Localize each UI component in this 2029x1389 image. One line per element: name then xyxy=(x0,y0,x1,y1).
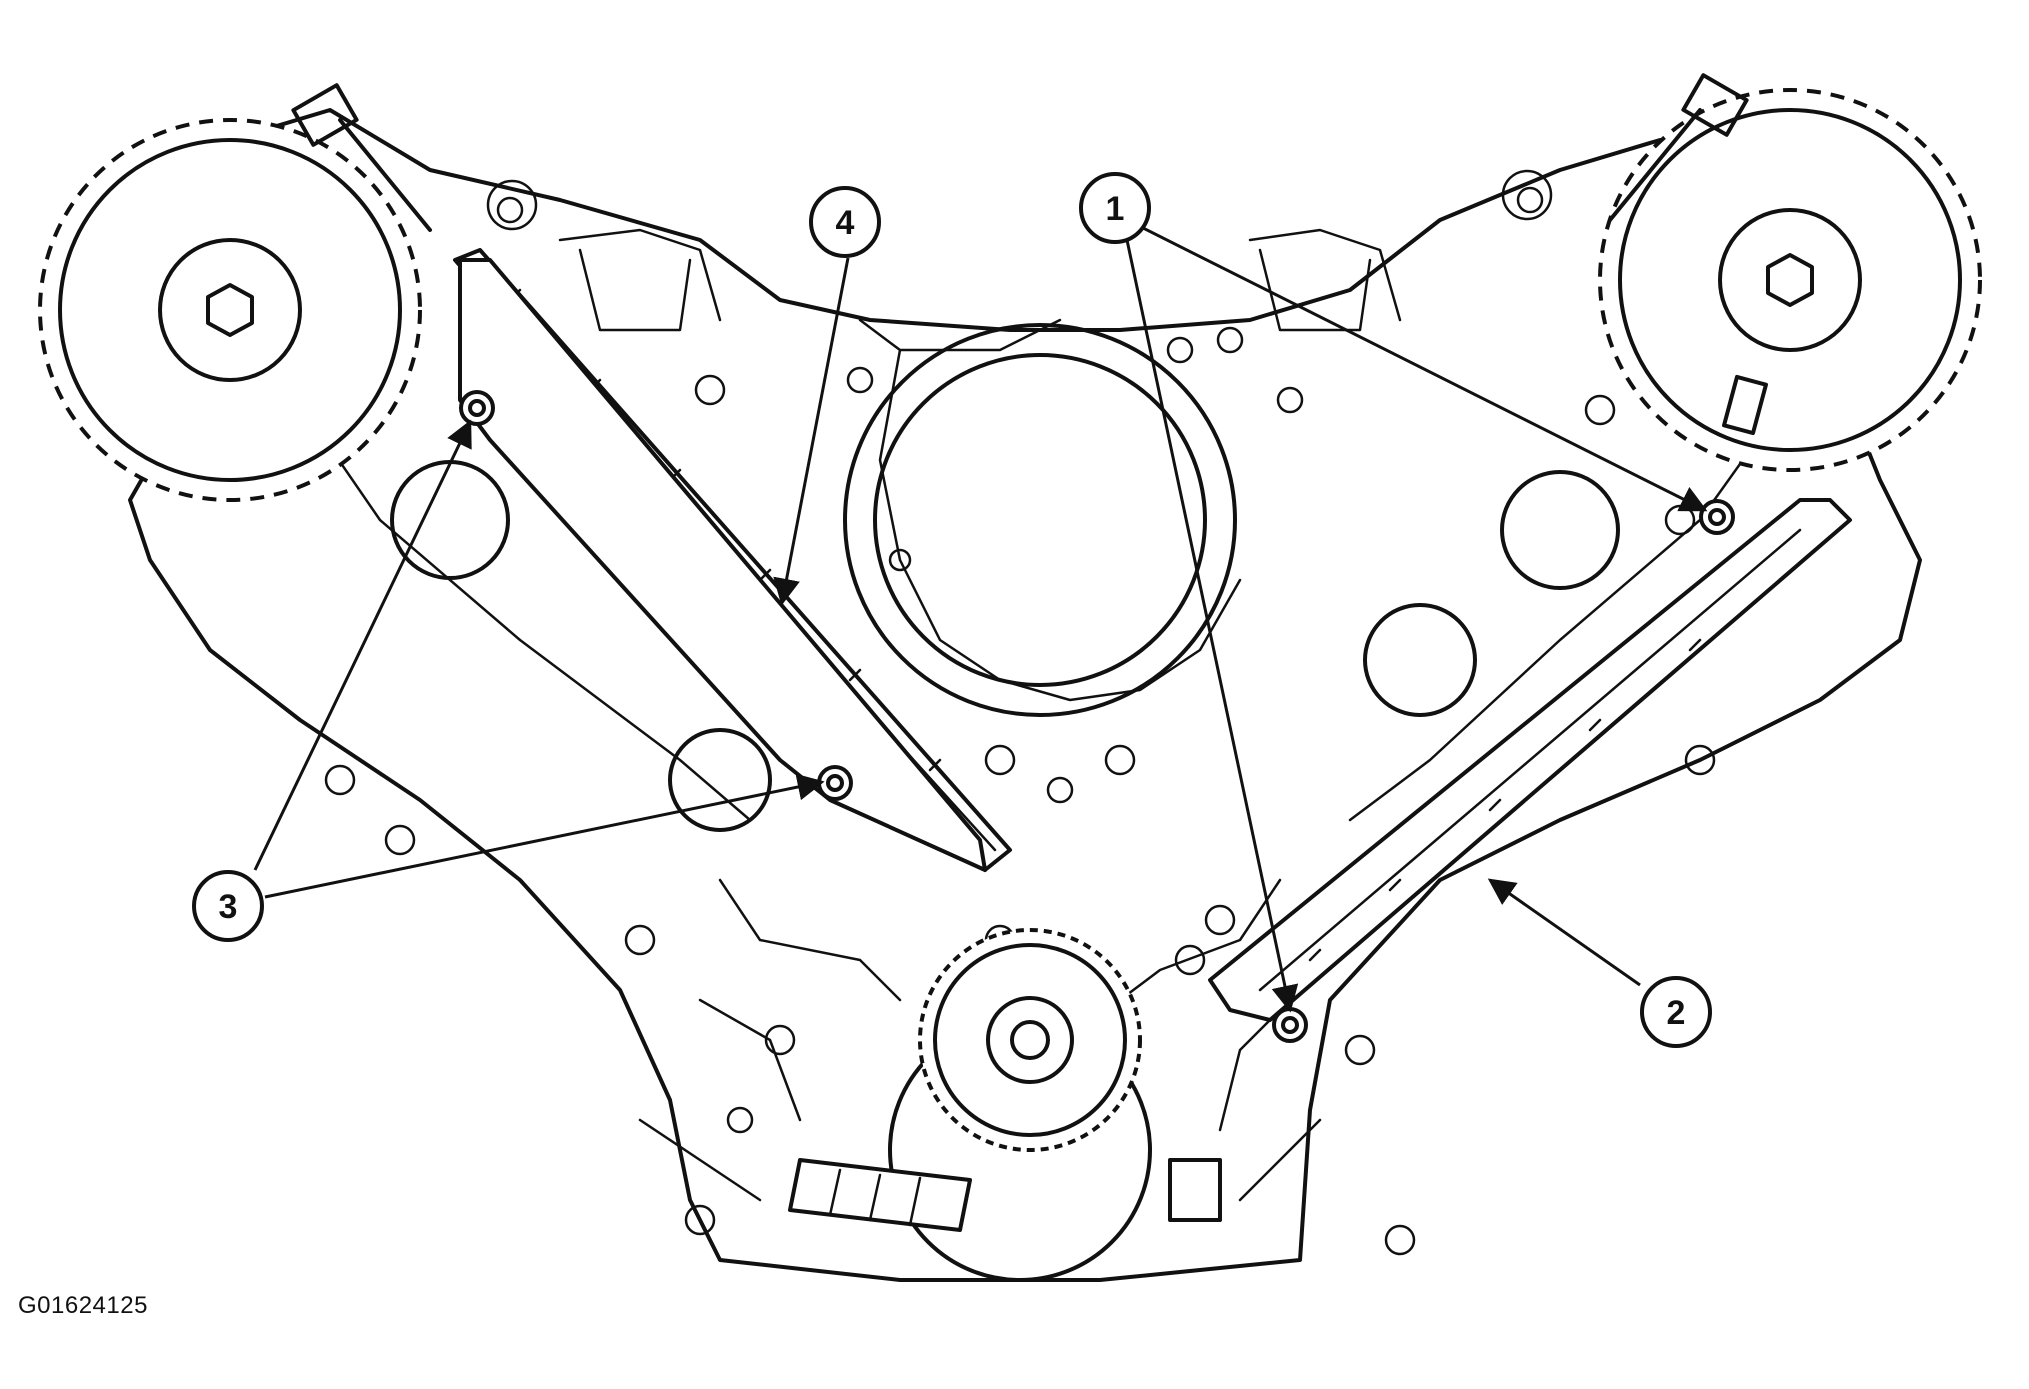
numbered-circle-icon xyxy=(1079,172,1151,244)
leader-arrow-icon xyxy=(1125,239,1299,1013)
right-timing-chain-tensioner-arm xyxy=(1208,498,1852,1022)
figure-id: G01624125 xyxy=(18,1292,148,1319)
right-cam-sprocket xyxy=(1598,88,1982,472)
left-tensioner-arm xyxy=(458,258,987,872)
mounting-holes xyxy=(324,169,1716,1256)
tensioner-bolts xyxy=(459,390,1735,1043)
callout-1-label: 1 xyxy=(1106,190,1125,228)
callout-3: 3 xyxy=(192,870,264,942)
numbered-circle-icon xyxy=(809,186,881,258)
leader-arrow-icon xyxy=(773,257,850,606)
numbered-circle-icon xyxy=(192,870,264,942)
leader-arrow-icon xyxy=(1487,878,1641,987)
crankshaft-bore xyxy=(843,323,1237,717)
callout-4-label: 4 xyxy=(836,204,855,242)
crankshaft-sprocket xyxy=(918,928,1142,1152)
oil-pump-pickup xyxy=(788,1158,1222,1232)
leader-arrow-icon xyxy=(1142,226,1708,512)
leader-arrow-icon xyxy=(264,773,825,899)
callout-2-label: 2 xyxy=(1667,994,1686,1032)
left-cam-sprocket xyxy=(38,118,422,502)
leader-arrow-icon xyxy=(253,419,472,871)
callout-1: 1 xyxy=(1079,172,1151,244)
callout-4: 4 xyxy=(809,186,881,258)
engine-block xyxy=(128,108,1922,1282)
leader-arrows xyxy=(253,226,1708,1013)
callout-2: 2 xyxy=(1640,976,1712,1048)
callout-3-label: 3 xyxy=(219,888,238,926)
numbered-circle-icon xyxy=(1640,976,1712,1048)
cam-phaser-stubs xyxy=(291,73,1749,232)
